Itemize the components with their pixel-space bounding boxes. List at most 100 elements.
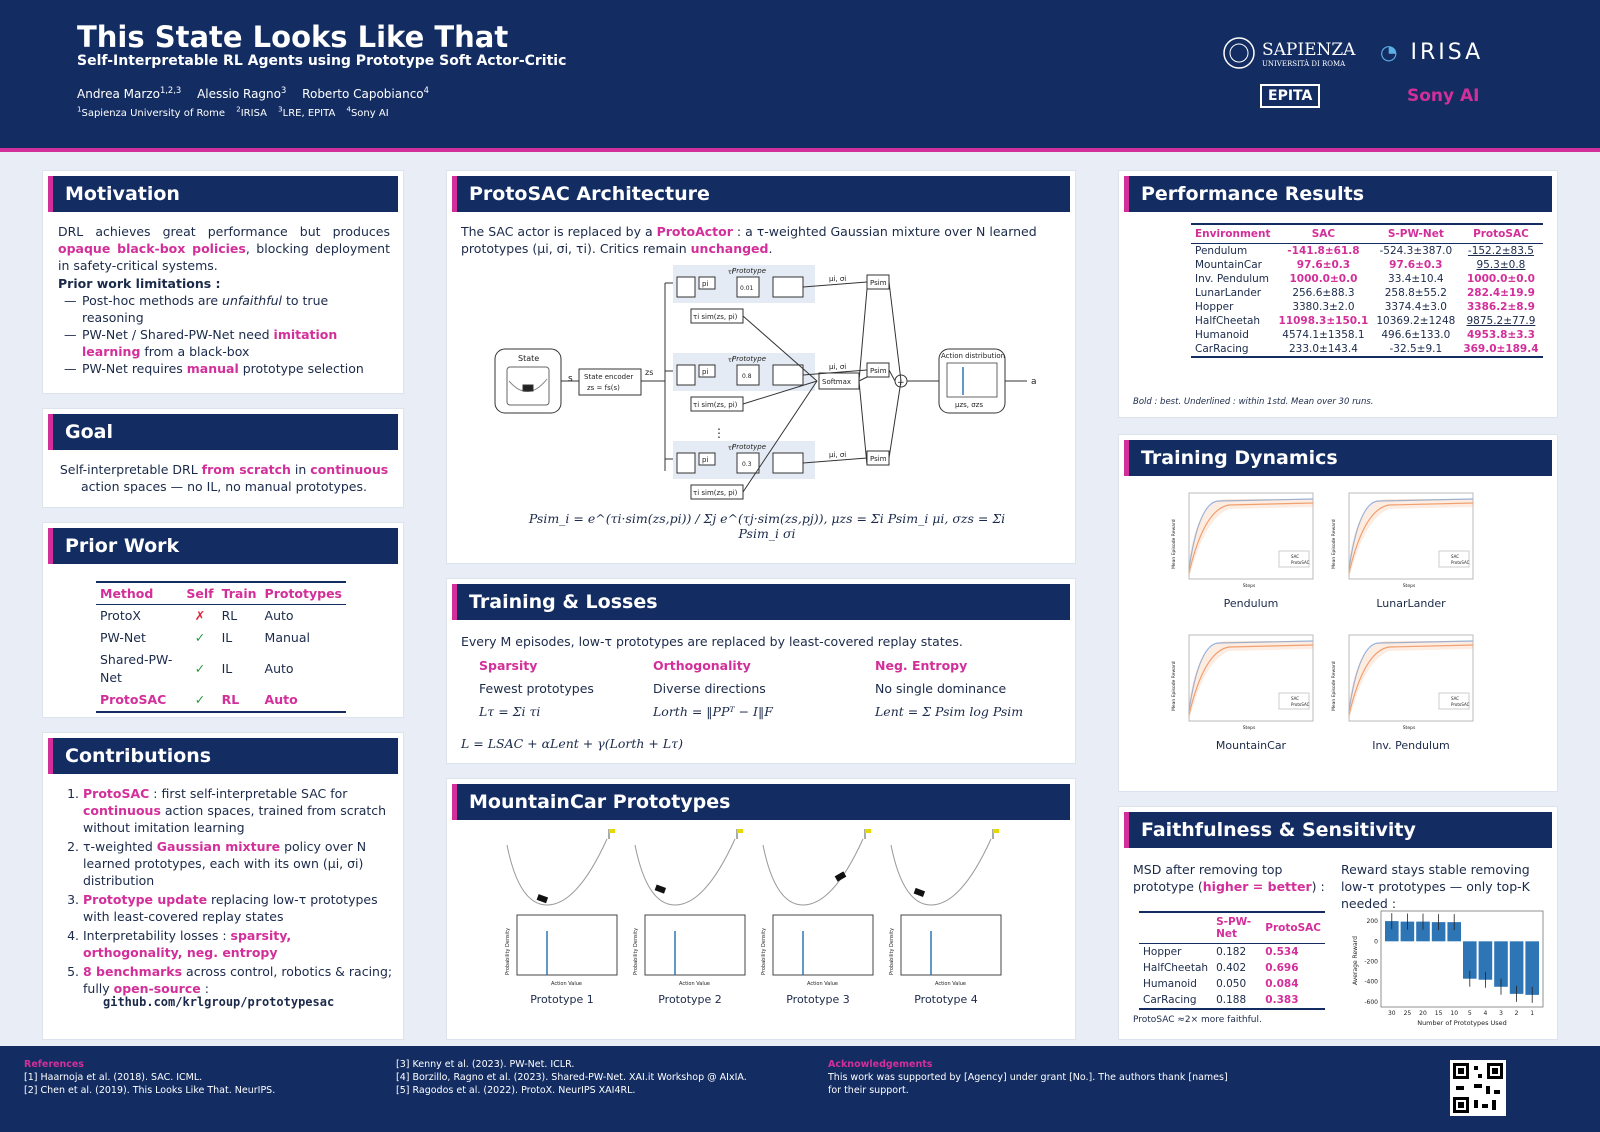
mountaincar-prototype-panel: Action Value Probability DensityPrototype… <box>889 829 1002 1006</box>
svg-text:Softmax: Softmax <box>822 378 851 386</box>
svg-text:Probability Density: Probability Density <box>889 928 895 975</box>
poster-header <box>0 0 1600 148</box>
svg-text:pi: pi <box>702 368 708 376</box>
x-tick-label: 1 <box>1530 1010 1534 1017</box>
x-tick-label: 5 <box>1468 1010 1472 1017</box>
bar <box>1478 941 1493 980</box>
prior-work-title: Prior Work <box>48 528 398 564</box>
list-item: Interpretability losses : sparsity, orth… <box>83 927 393 961</box>
svg-text:a: a <box>1031 377 1037 387</box>
sensitivity-text: Reward stays stable removing low-τ proto… <box>1341 862 1530 911</box>
svg-text:μi, σi: μi, σi <box>829 451 846 459</box>
svg-text:Psim: Psim <box>870 455 887 463</box>
references-col-1: References [1] Haarnoja et al. (2018). S… <box>24 1059 276 1096</box>
y-tick-label: -600 <box>1364 999 1378 1006</box>
svg-text:Psim: Psim <box>870 279 887 287</box>
car-icon <box>654 884 667 894</box>
svg-text:State encoder: State encoder <box>584 373 633 381</box>
environment-label: MountainCar <box>1216 739 1287 752</box>
car-icon <box>913 887 926 897</box>
svg-text:Prototype: Prototype <box>732 355 766 363</box>
svg-text:Probability Density: Probability Density <box>505 928 511 975</box>
svg-text:Steps: Steps <box>1243 583 1256 589</box>
training-title: Training & Losses <box>452 584 1070 620</box>
svg-text:Prototype: Prototype <box>732 267 766 275</box>
svg-text:τi sim(zs, pi): τi sim(zs, pi) <box>693 401 738 409</box>
performance-title: Performance Results <box>1124 176 1552 212</box>
architecture-text: The SAC actor is replaced by a ProtoActo… <box>461 224 1037 256</box>
y-tick-label: -200 <box>1364 959 1378 966</box>
list-item: PW-Net / Shared-PW-Net need imitation le… <box>58 326 388 360</box>
car-icon <box>834 871 847 882</box>
bar <box>1525 941 1539 995</box>
bar <box>1385 921 1399 942</box>
training-intro: Every M episodes, low-τ prototypes are r… <box>461 634 963 649</box>
svg-text:0.8: 0.8 <box>742 373 752 380</box>
author: Roberto Capobianco4 <box>302 85 429 101</box>
svg-text:0.01: 0.01 <box>740 285 754 292</box>
prototype-block: Prototype pi 0.8 τi τi sim(zs, pi) μi, σ… <box>673 353 890 412</box>
poster-subtitle: Self-Interpretable RL Agents using Proto… <box>77 53 567 69</box>
y-tick-label: -400 <box>1364 979 1378 986</box>
references-col-2: [3] Kenny et al. (2023). PW-Net. ICLR.[4… <box>396 1059 747 1096</box>
svg-text:Action Value: Action Value <box>935 981 966 987</box>
author: Alessio Ragno3 <box>197 85 287 101</box>
mountaincar-title: MountainCar Prototypes <box>452 784 1070 820</box>
dynamics-title: Training Dynamics <box>1124 440 1552 476</box>
environment-label: LunarLander <box>1376 597 1446 610</box>
header-divider <box>0 148 1600 152</box>
motivation-card: Motivation DRL achieves great performanc… <box>42 170 404 394</box>
prototype-label: Prototype 3 <box>786 993 850 1006</box>
svg-text:0.3: 0.3 <box>742 461 752 468</box>
svg-text:Action Value: Action Value <box>807 981 838 987</box>
svg-text:+: + <box>897 378 905 388</box>
list-item: τ-weighted Gaussian mixture policy over … <box>83 838 393 889</box>
qr-code-icon[interactable] <box>1450 1060 1506 1116</box>
repo-link[interactable]: github.com/krlgroup/prototypesac <box>103 995 335 1009</box>
prototype-block: Prototype pi 0.01 τi τi sim(zs, pi) μi, … <box>673 265 890 324</box>
svg-text:⋮: ⋮ <box>713 426 725 440</box>
svg-text:pi: pi <box>702 456 708 464</box>
prototype-label: Prototype 4 <box>914 993 978 1006</box>
total-loss: L = LSAC + αLent + γ(Lorth + Lτ) <box>461 736 683 751</box>
svg-text:τi: τi <box>728 269 734 276</box>
bar <box>1400 921 1415 942</box>
faithfulness-card: Faithfulness & Sensitivity MSD after rem… <box>1118 806 1558 1040</box>
svg-text:Prototype: Prototype <box>732 443 766 451</box>
car-icon <box>536 894 549 904</box>
svg-text:μzs, σzs: μzs, σzs <box>955 401 983 409</box>
svg-text:ProtoSAC: ProtoSAC <box>1291 702 1310 707</box>
prototype-label: Prototype 1 <box>530 993 594 1006</box>
list-item: PW-Net requires manual prototype selecti… <box>58 360 388 377</box>
author-list: Andrea Marzo1,2,3 Alessio Ragno3 Roberto… <box>77 85 441 101</box>
x-tick-label: 4 <box>1483 1010 1487 1017</box>
y-axis-label: Average Reward <box>1352 936 1359 985</box>
svg-text:zs = fs(s): zs = fs(s) <box>587 384 620 392</box>
architecture-equation: Psim_i = e^(τi·sim(zs,pi)) / Σj e^(τj·si… <box>528 511 1006 541</box>
svg-text:τi sim(zs, pi): τi sim(zs, pi) <box>693 313 738 321</box>
limitations-heading: Prior work limitations : <box>58 276 221 291</box>
x-tick-label: 2 <box>1515 1010 1519 1017</box>
goal-card: Goal Self-interpretable DRL from scratch… <box>42 408 404 508</box>
svg-text:SAC: SAC <box>1451 696 1459 701</box>
x-tick-label: 10 <box>1450 1010 1458 1017</box>
mountaincar-card: MountainCar Prototypes Action Value Proba… <box>446 778 1076 1040</box>
poster-title: This State Looks Like That <box>77 20 509 54</box>
x-tick-label: 25 <box>1404 1010 1412 1017</box>
svg-text:Action distribution: Action distribution <box>941 352 1005 360</box>
x-tick-label: 30 <box>1388 1010 1396 1017</box>
bar <box>1431 922 1446 942</box>
